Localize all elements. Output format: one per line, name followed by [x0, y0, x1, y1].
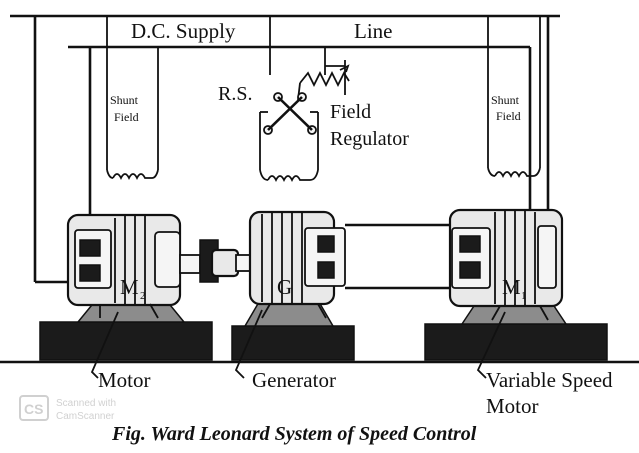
variable-speed-motor-label: Motor [486, 394, 539, 418]
shaft-coupling [179, 239, 253, 283]
machine-labels: Motor Generator Variable Speed Motor [90, 309, 613, 418]
motor-m2-letter: M [120, 275, 139, 299]
watermark-logo: CS [24, 401, 43, 417]
shunt-field-left: Shunt Field [106, 16, 159, 181]
variable-speed-label: Variable Speed [486, 368, 613, 392]
watermark-text-1: Scanned with [56, 398, 116, 409]
armature-loop [345, 223, 450, 290]
shunt-field-right-label-1: Shunt [491, 93, 520, 107]
shunt-field-left-label-2: Field [114, 110, 139, 124]
generator-label: Generator [252, 368, 336, 392]
watermark-text-2: CamScanner [56, 411, 115, 422]
motor-m1: M 1 [424, 208, 608, 361]
supply-wires [10, 14, 560, 284]
motor-label: Motor [98, 368, 151, 392]
motor-m2-subscript: 2 [140, 290, 146, 302]
generator-letter: G [277, 275, 292, 299]
motor-m2: M 2 [39, 213, 213, 361]
shunt-field-left-label-1: Shunt [110, 93, 139, 107]
reversing-switch-and-regulator: R.S. Field Regulator [218, 16, 409, 183]
figure-caption: Fig. Ward Leonard System of Speed Contro… [111, 423, 477, 445]
shunt-field-right: Shunt Field [487, 16, 541, 179]
field-regulator-label-1: Field [330, 101, 371, 123]
motor-m1-subscript: 1 [521, 290, 527, 302]
dc-supply-label: D.C. Supply [131, 19, 236, 43]
motor-m1-letter: M [502, 275, 521, 299]
field-regulator-label-2: Regulator [330, 128, 409, 150]
rs-label: R.S. [218, 83, 252, 105]
camscanner-watermark: CS Scanned with CamScanner [19, 395, 116, 422]
shunt-field-right-label-2: Field [496, 109, 521, 123]
line-label: Line [354, 19, 392, 43]
